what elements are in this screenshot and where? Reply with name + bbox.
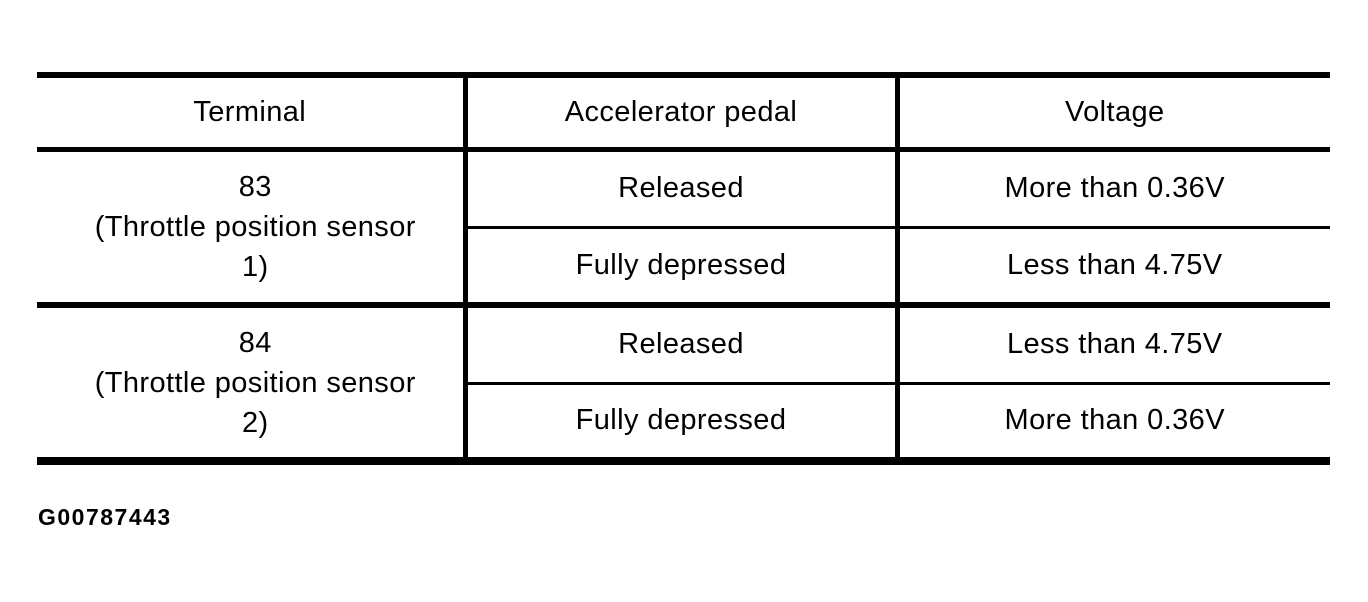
table-row-sensor2-released: 84 (Throttle position sensor 2) Released… [37, 305, 1330, 465]
table-header-row: Terminal Accelerator pedal Voltage [37, 72, 1330, 152]
terminal-number: 83 [238, 170, 272, 203]
terminal-number: 84 [238, 326, 272, 359]
table-row-sensor1-released: 83 (Throttle position sensor 1) Released… [37, 149, 1330, 308]
pedal-cell: Released [462, 149, 897, 229]
terminal-cell-84: 84 (Throttle position sensor 2) [37, 305, 465, 465]
pedal-cell: Fully depressed [462, 383, 897, 465]
voltage-cell: More than 0.36V [894, 383, 1330, 465]
terminal-description-line: 2) [241, 406, 269, 439]
voltage-cell: Less than 4.75V [894, 305, 1330, 385]
terminal-description-line: (Throttle position sensor [94, 366, 416, 399]
figure-id-label: G00787443 [38, 504, 172, 530]
table-row-sensor2-depressed: Fully depressed More than 0.36V [37, 383, 1330, 465]
column-header-terminal: Terminal [37, 72, 465, 152]
throttle-position-sensor-voltage-table: Terminal Accelerator pedal Voltage 83 (T… [37, 72, 1330, 465]
table-row-sensor1-depressed: Fully depressed Less than 4.75V [37, 227, 1330, 308]
terminal-description-line: 1) [241, 250, 269, 283]
column-header-voltage: Voltage [894, 72, 1330, 152]
voltage-cell: Less than 4.75V [894, 227, 1330, 308]
voltage-cell: More than 0.36V [894, 149, 1330, 229]
terminal-cell-83: 83 (Throttle position sensor 1) [37, 149, 465, 308]
terminal-description-line: (Throttle position sensor [94, 210, 416, 243]
pedal-cell: Fully depressed [462, 227, 897, 308]
pedal-cell: Released [462, 305, 897, 385]
column-header-accelerator-pedal: Accelerator pedal [462, 72, 897, 152]
